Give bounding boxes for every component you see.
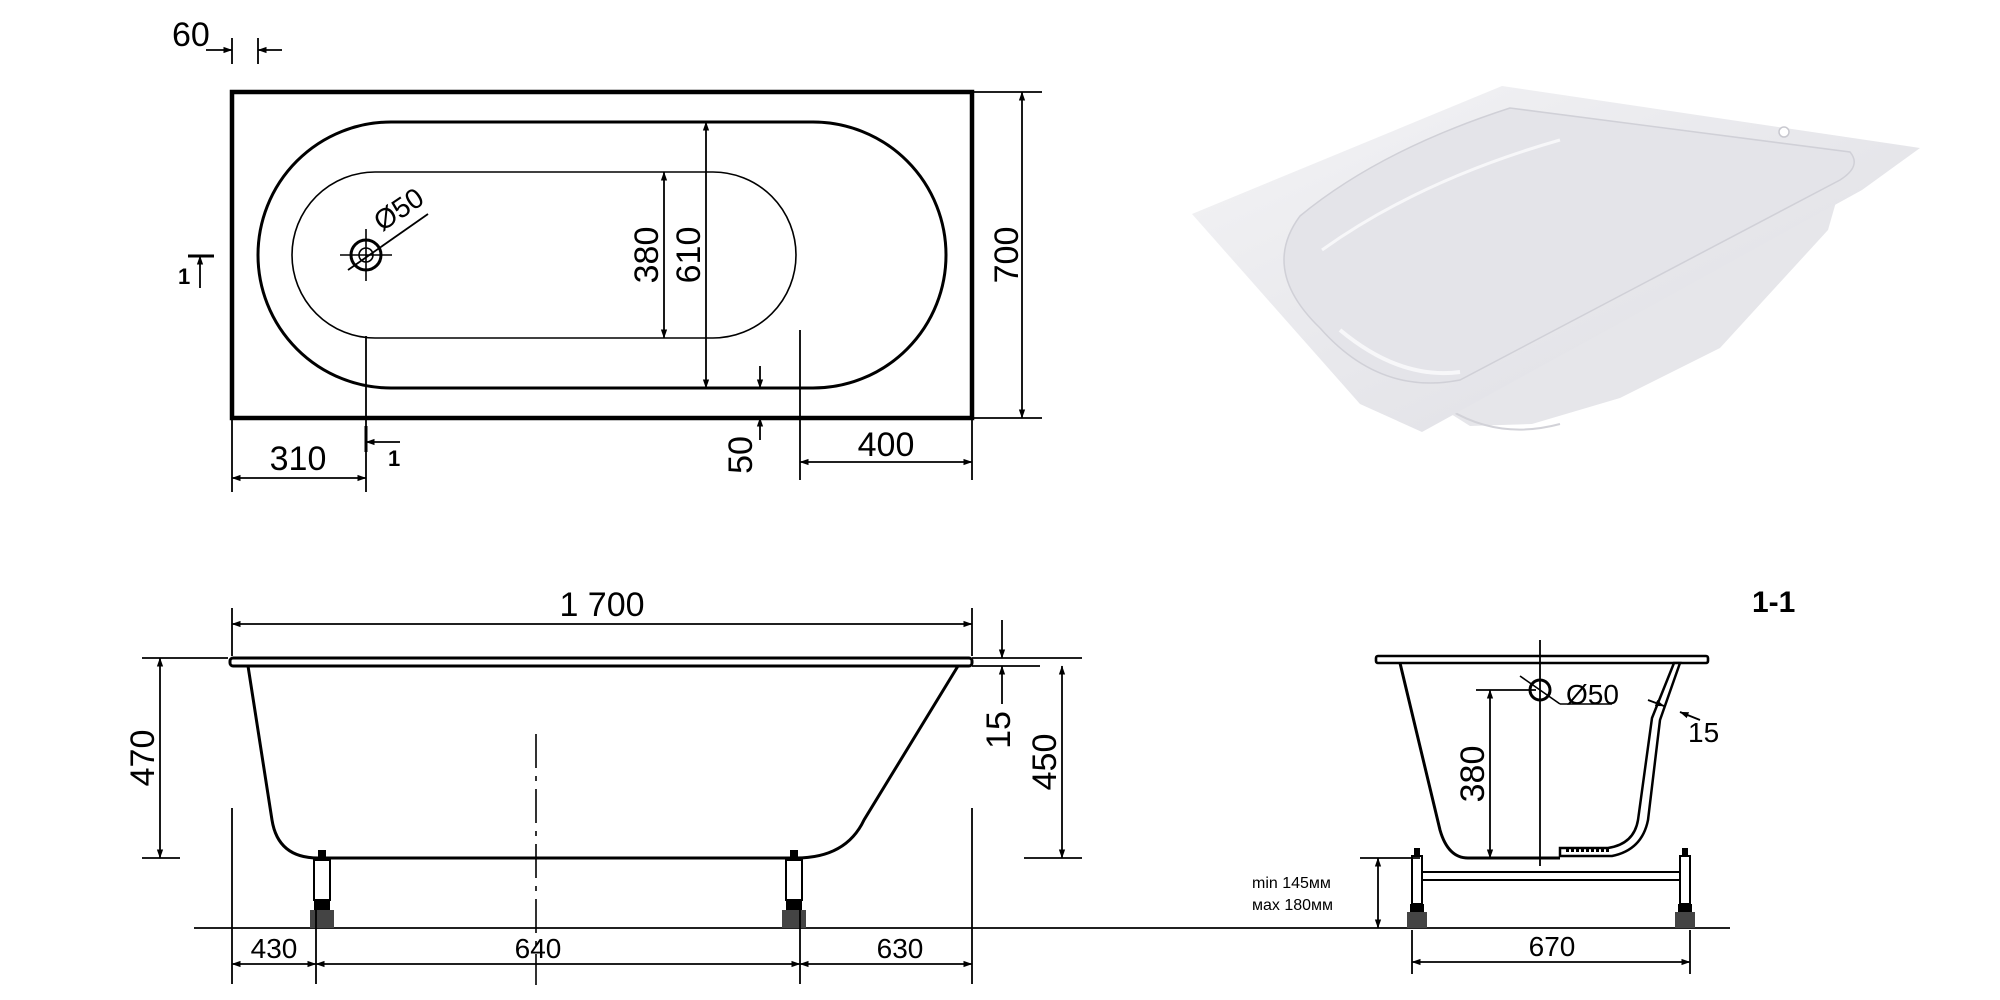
dim-section-wall: 15 [1647, 699, 1719, 748]
dim-bottom-gap: 50 [722, 366, 764, 474]
dim-bottom-width-label: 380 [628, 227, 666, 284]
dim-end-offset-label: 400 [858, 426, 915, 464]
top-view-bottom-basin [291, 171, 797, 339]
dim-length: 1 700 [231, 586, 973, 656]
dim-leg-chain: 430 640 630 [231, 808, 973, 984]
side-tub-body [246, 665, 960, 860]
top-view-outline [229, 89, 975, 421]
section-left-wall [1398, 662, 1560, 860]
dim-bath-height: 450 [1024, 665, 1082, 859]
dim-outer-width: 700 [972, 91, 1042, 419]
section-mark-left-label: 1 [178, 264, 190, 289]
dim-outer-width-label: 700 [988, 227, 1026, 284]
dim-section-wall-label: 15 [1688, 717, 1719, 748]
top-drain-symbol: Ø50 [340, 182, 429, 281]
dim-drain-offset-label: 310 [270, 440, 327, 478]
render-overflow-hole [1778, 126, 1790, 138]
section-drain-symbol: Ø50 [1519, 675, 1619, 710]
render-tub-basin [1283, 107, 1855, 384]
section-mark-bottom-label: 1 [388, 446, 400, 471]
section-title: 1-1 [1752, 586, 1795, 619]
section-drain-label: Ø50 [1566, 679, 1619, 710]
section-mark-left: 1 [178, 254, 214, 289]
dim-total-height: 470 [124, 657, 228, 859]
dim-bath-height-label: 450 [1026, 734, 1064, 791]
side-leg-right [782, 850, 806, 928]
section-view: 1-1 Ø50 15 380 [1252, 586, 1795, 974]
dim-leg-right-label: 630 [877, 933, 924, 964]
leg-min-label: min 145мм [1252, 875, 1331, 892]
top-view: Ø50 60 700 610 380 [172, 16, 1042, 492]
dim-leg-span-label: 640 [515, 933, 562, 964]
section-leg-frame [1407, 848, 1695, 928]
dim-rim-width: 60 [172, 16, 282, 64]
section-mark-bottom: 1 [364, 426, 400, 471]
dim-leg-height: min 145мм мах 180мм [1252, 857, 1420, 929]
dim-drain-offset: 310 [231, 336, 367, 492]
dim-rim-thickness-label: 15 [980, 711, 1018, 749]
dim-bottom-width: 380 [628, 171, 668, 339]
dim-length-label: 1 700 [559, 586, 644, 624]
dim-inner-width: 610 [670, 121, 710, 389]
side-leg-left [310, 850, 334, 928]
dim-section-width-label: 670 [1529, 931, 1576, 962]
dim-inner-width-label: 610 [670, 227, 708, 284]
dim-bottom-gap-label: 50 [722, 436, 760, 474]
leg-max-label: мах 180мм [1252, 897, 1333, 914]
dim-total-height-label: 470 [124, 730, 162, 787]
top-view-inner-basin [256, 120, 948, 390]
side-view: 1 700 470 15 450 [124, 586, 1730, 985]
dim-end-offset: 400 [799, 330, 973, 480]
dim-rim-width-label: 60 [172, 16, 210, 54]
top-drain-label: Ø50 [368, 182, 429, 237]
section-rim [1374, 654, 1710, 665]
bathtub-render [1192, 86, 1920, 432]
side-rim [228, 656, 974, 668]
dim-section-width: 670 [1411, 930, 1691, 974]
dim-rim-thickness: 15 [972, 620, 1082, 749]
dim-overflow-height-label: 380 [1454, 746, 1492, 803]
section-right-wall [1558, 661, 1682, 858]
dim-leg-left-label: 430 [251, 933, 298, 964]
dim-overflow-height: 380 [1454, 689, 1536, 859]
